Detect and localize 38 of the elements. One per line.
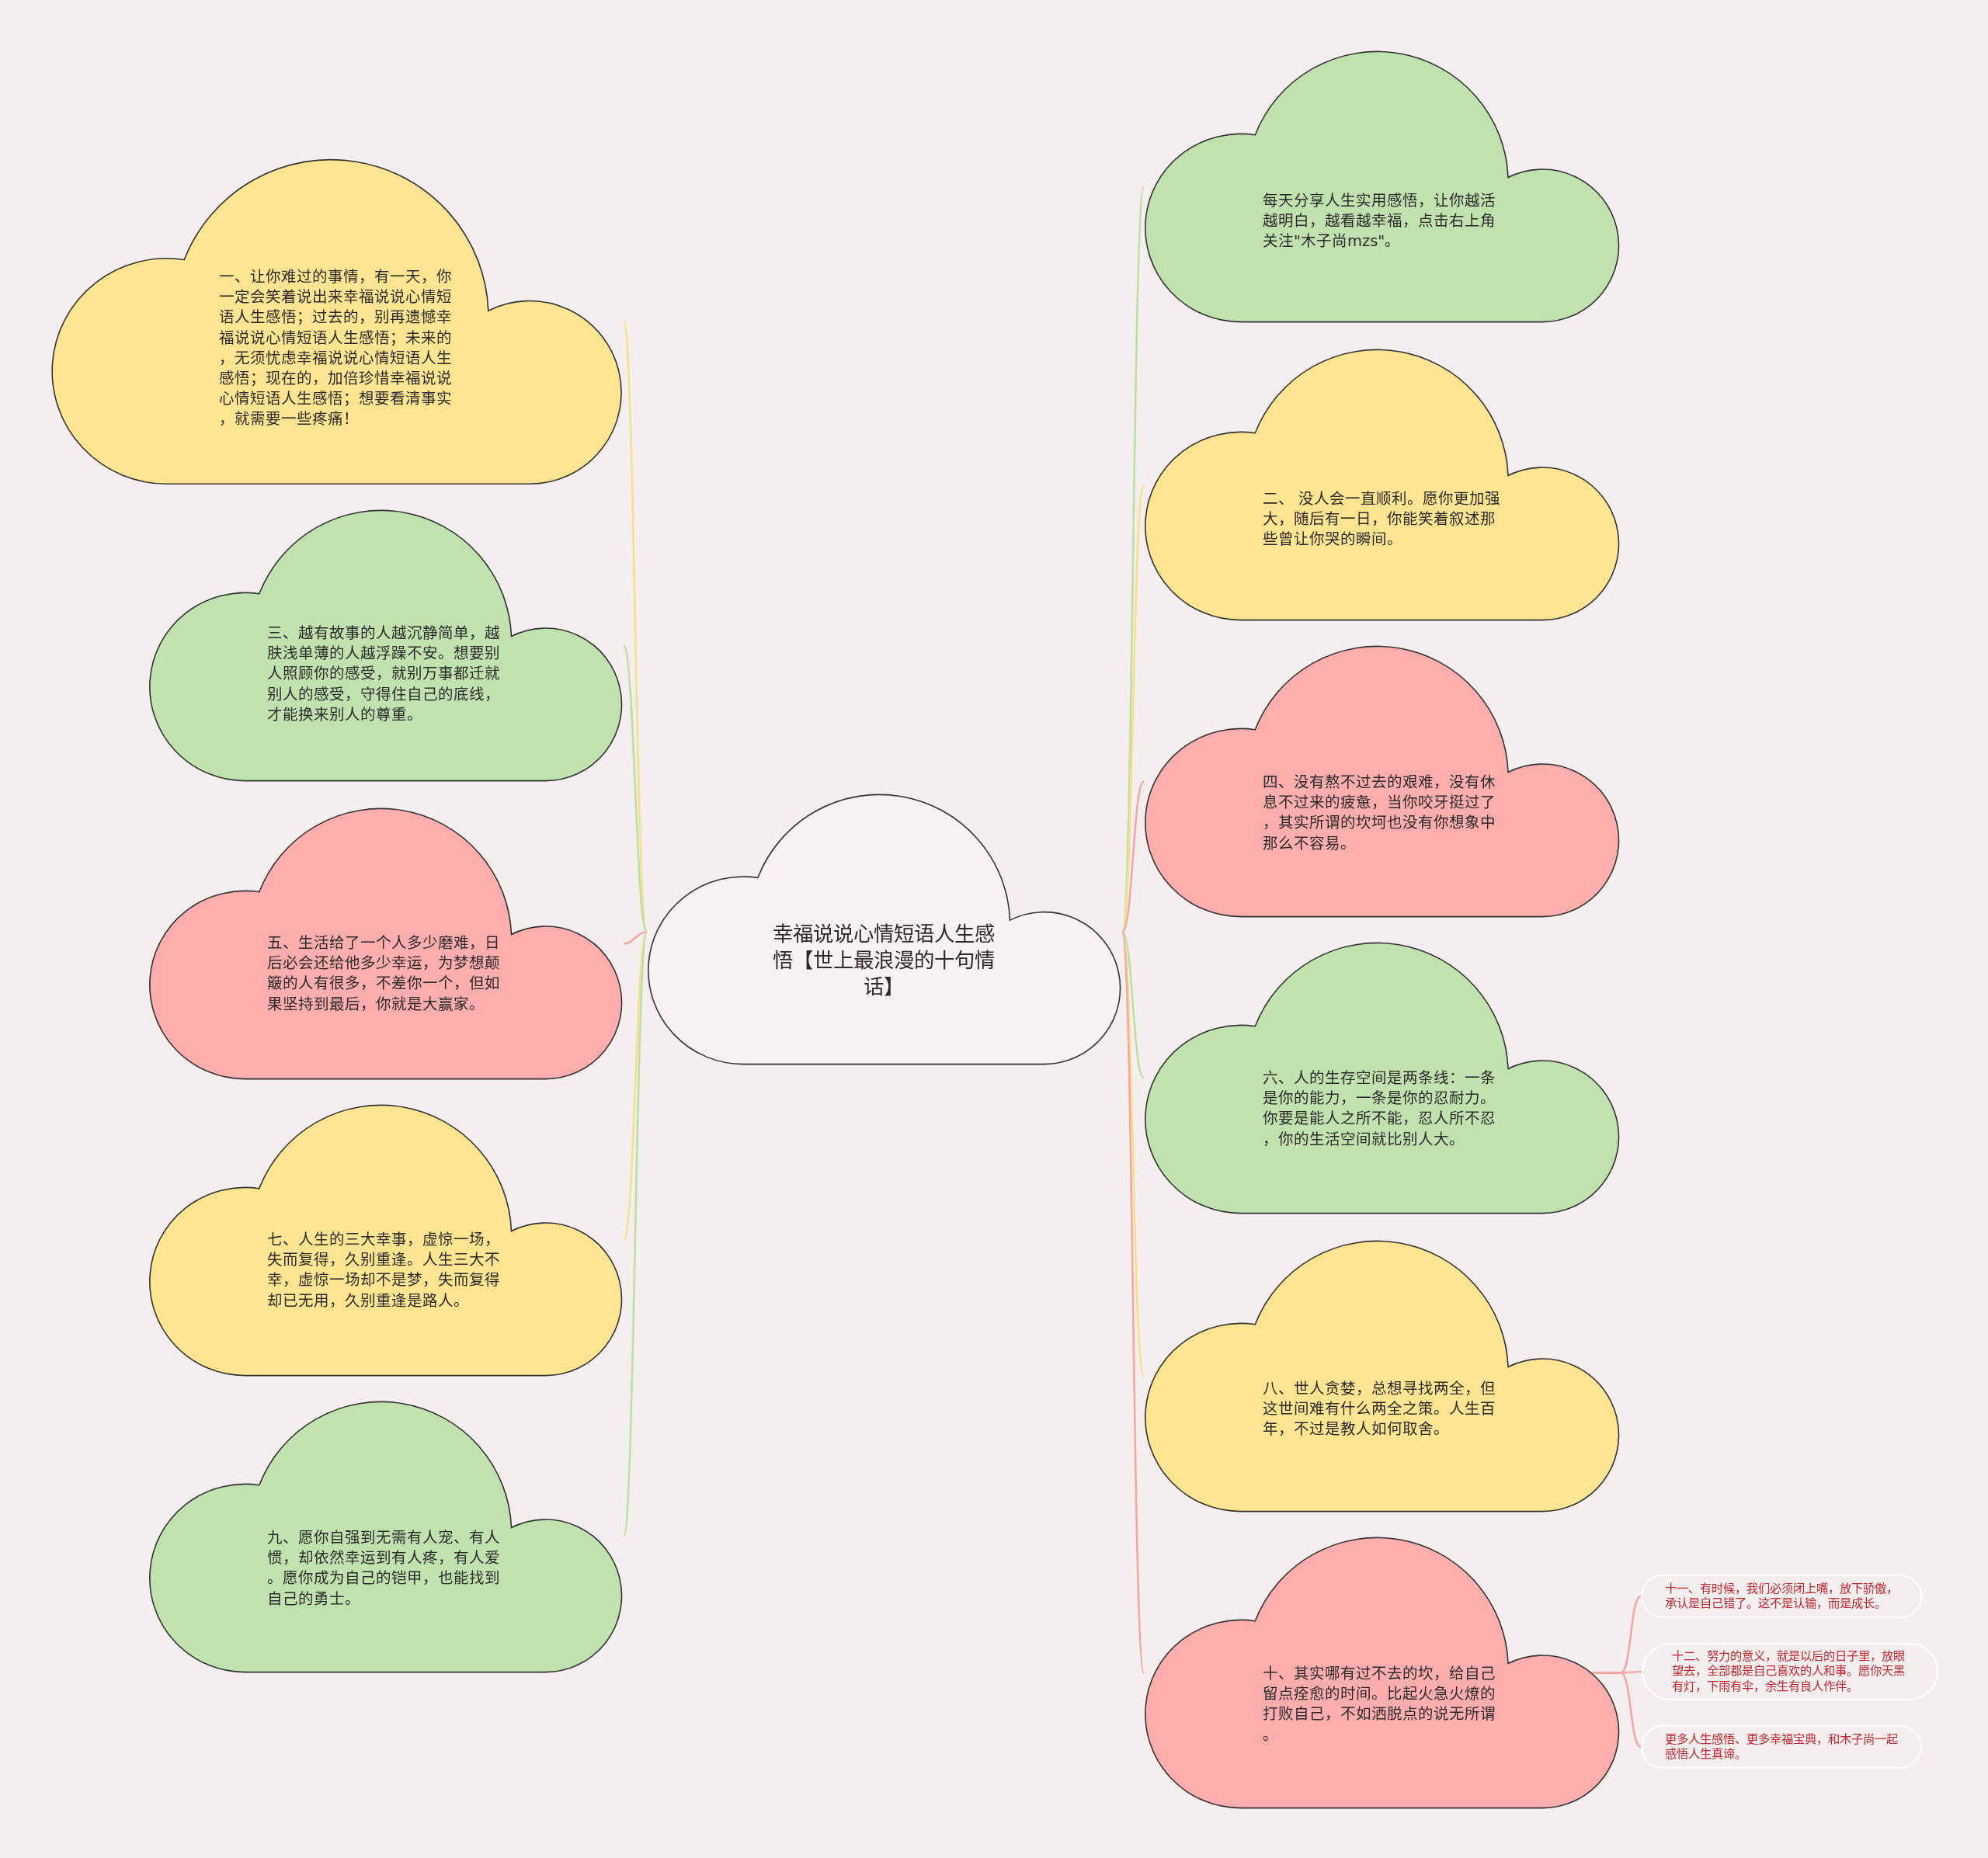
branch-line: [1121, 186, 1145, 932]
branch-line: [1592, 1672, 1642, 1749]
cloud: [1144, 50, 1621, 323]
cloud: [1144, 1537, 1621, 1809]
note-pill: 更多人生感悟、更多幸福宝典，和木子尚一起感悟人生真谛。: [1641, 1725, 1922, 1769]
branch-line: [1121, 484, 1145, 932]
quote-text: 每天分享人生实用感悟，让你越活越明白，越看越幸福，点击右上角关注"木子尚mzs"。: [1263, 191, 1496, 252]
quote-text: 七、人生的三大幸事，虚惊一场，失而复得，久别重逢。人生三大不幸，虚惊一场却不是梦，失而复得却已无用，久别重逢是路人。: [267, 1230, 501, 1311]
topic-text: 幸福说说心情短语人生感悟【世上最浪漫的十句情话】: [772, 921, 996, 1000]
cloud: [148, 1104, 624, 1377]
branch-line: [622, 932, 648, 1537]
cloud: [1144, 1240, 1621, 1512]
cloud: [148, 807, 624, 1080]
quote-text: 五、生活给了一个人多少磨难，日后必会还给他多少幸运，为梦想颠簸的人有很多，不差你一个，但如果坚持到最后，你就是大赢家。: [267, 933, 501, 1015]
cloud: [148, 509, 624, 782]
quote-text: 十、其实哪有过不去的坎，给自己留点痊愈的时间。比起火急火燎的打败自己，不如洒脱点的说无所谓。: [1263, 1664, 1496, 1745]
quote-text: 六、人的生存空间是两条线：一条是你的能力，一条是你的忍耐力。你要是能人之所不能，忍人所不忍，你的生活空间就比别人大。: [1263, 1068, 1496, 1150]
quote-text: 八、世人贪婪，总想寻找两全，但这世间难有什么两全之策。人生百年，不过是教人如何取舍。: [1263, 1379, 1496, 1440]
cloud: [1144, 349, 1621, 621]
quote-text: 四、没有熬不过去的艰难，没有休息不过来的疲惫，当你咬牙挺过了，其实所谓的坎坷也没有你想象中那么不容易。: [1263, 773, 1496, 854]
quote-text: 三、越有故事的人越沉静简单，越肤浅单薄的人越浮躁不安。想要别人照顾你的感受，就别万事都迁就别人的感受，守得住自己的底线，才能换来别人的尊重。: [267, 623, 501, 725]
branch-line: [623, 931, 648, 945]
cloud: [50, 158, 624, 485]
quote-text: 二、 没人会一直顺利。愿你更加强大，随后有一日，你能笑着叙述那些曾让你哭的瞬间。: [1263, 489, 1502, 550]
quote-text: 一、让你难过的事情，有一天，你一定会笑着说出来幸福说说心情短语人生感悟；过去的，别再遗憾幸福说说心情短语人生感悟；未来的，无须忧虑幸福说说心情短语人生感悟；现在的，加倍珍惜幸福说说心情短语人生感悟；想要看清事实，就需要一些疼痛！: [219, 267, 453, 430]
note-pill: 十一、有时候，我们必须闭上嘴，放下骄傲，承认是自己错了。这不是认输，而是成长。: [1641, 1575, 1922, 1618]
branch-line: [1121, 932, 1145, 1377]
branch-line: [622, 644, 648, 933]
cloud: [1144, 645, 1621, 918]
quote-text: 九、愿你自强到无需有人宠、有人惯，却依然幸运到有人疼，有人爱。愿你成为自己的铠甲，也能找到自己的勇士。: [267, 1528, 501, 1610]
branch-line: [1121, 932, 1145, 1673]
branch-line: [1121, 931, 1145, 1079]
cloud: [647, 794, 1122, 1065]
cloud: [1144, 942, 1621, 1214]
branch-line: [622, 932, 648, 1241]
note-pill: 十二、努力的意义，就是以后的日子里，放眼望去，全部都是自己喜欢的人和事。愿你天黑有灯，下雨有伞，余生有良人作伴。: [1642, 1643, 1938, 1700]
branch-line: [1121, 780, 1145, 933]
cloud: [148, 1401, 624, 1673]
